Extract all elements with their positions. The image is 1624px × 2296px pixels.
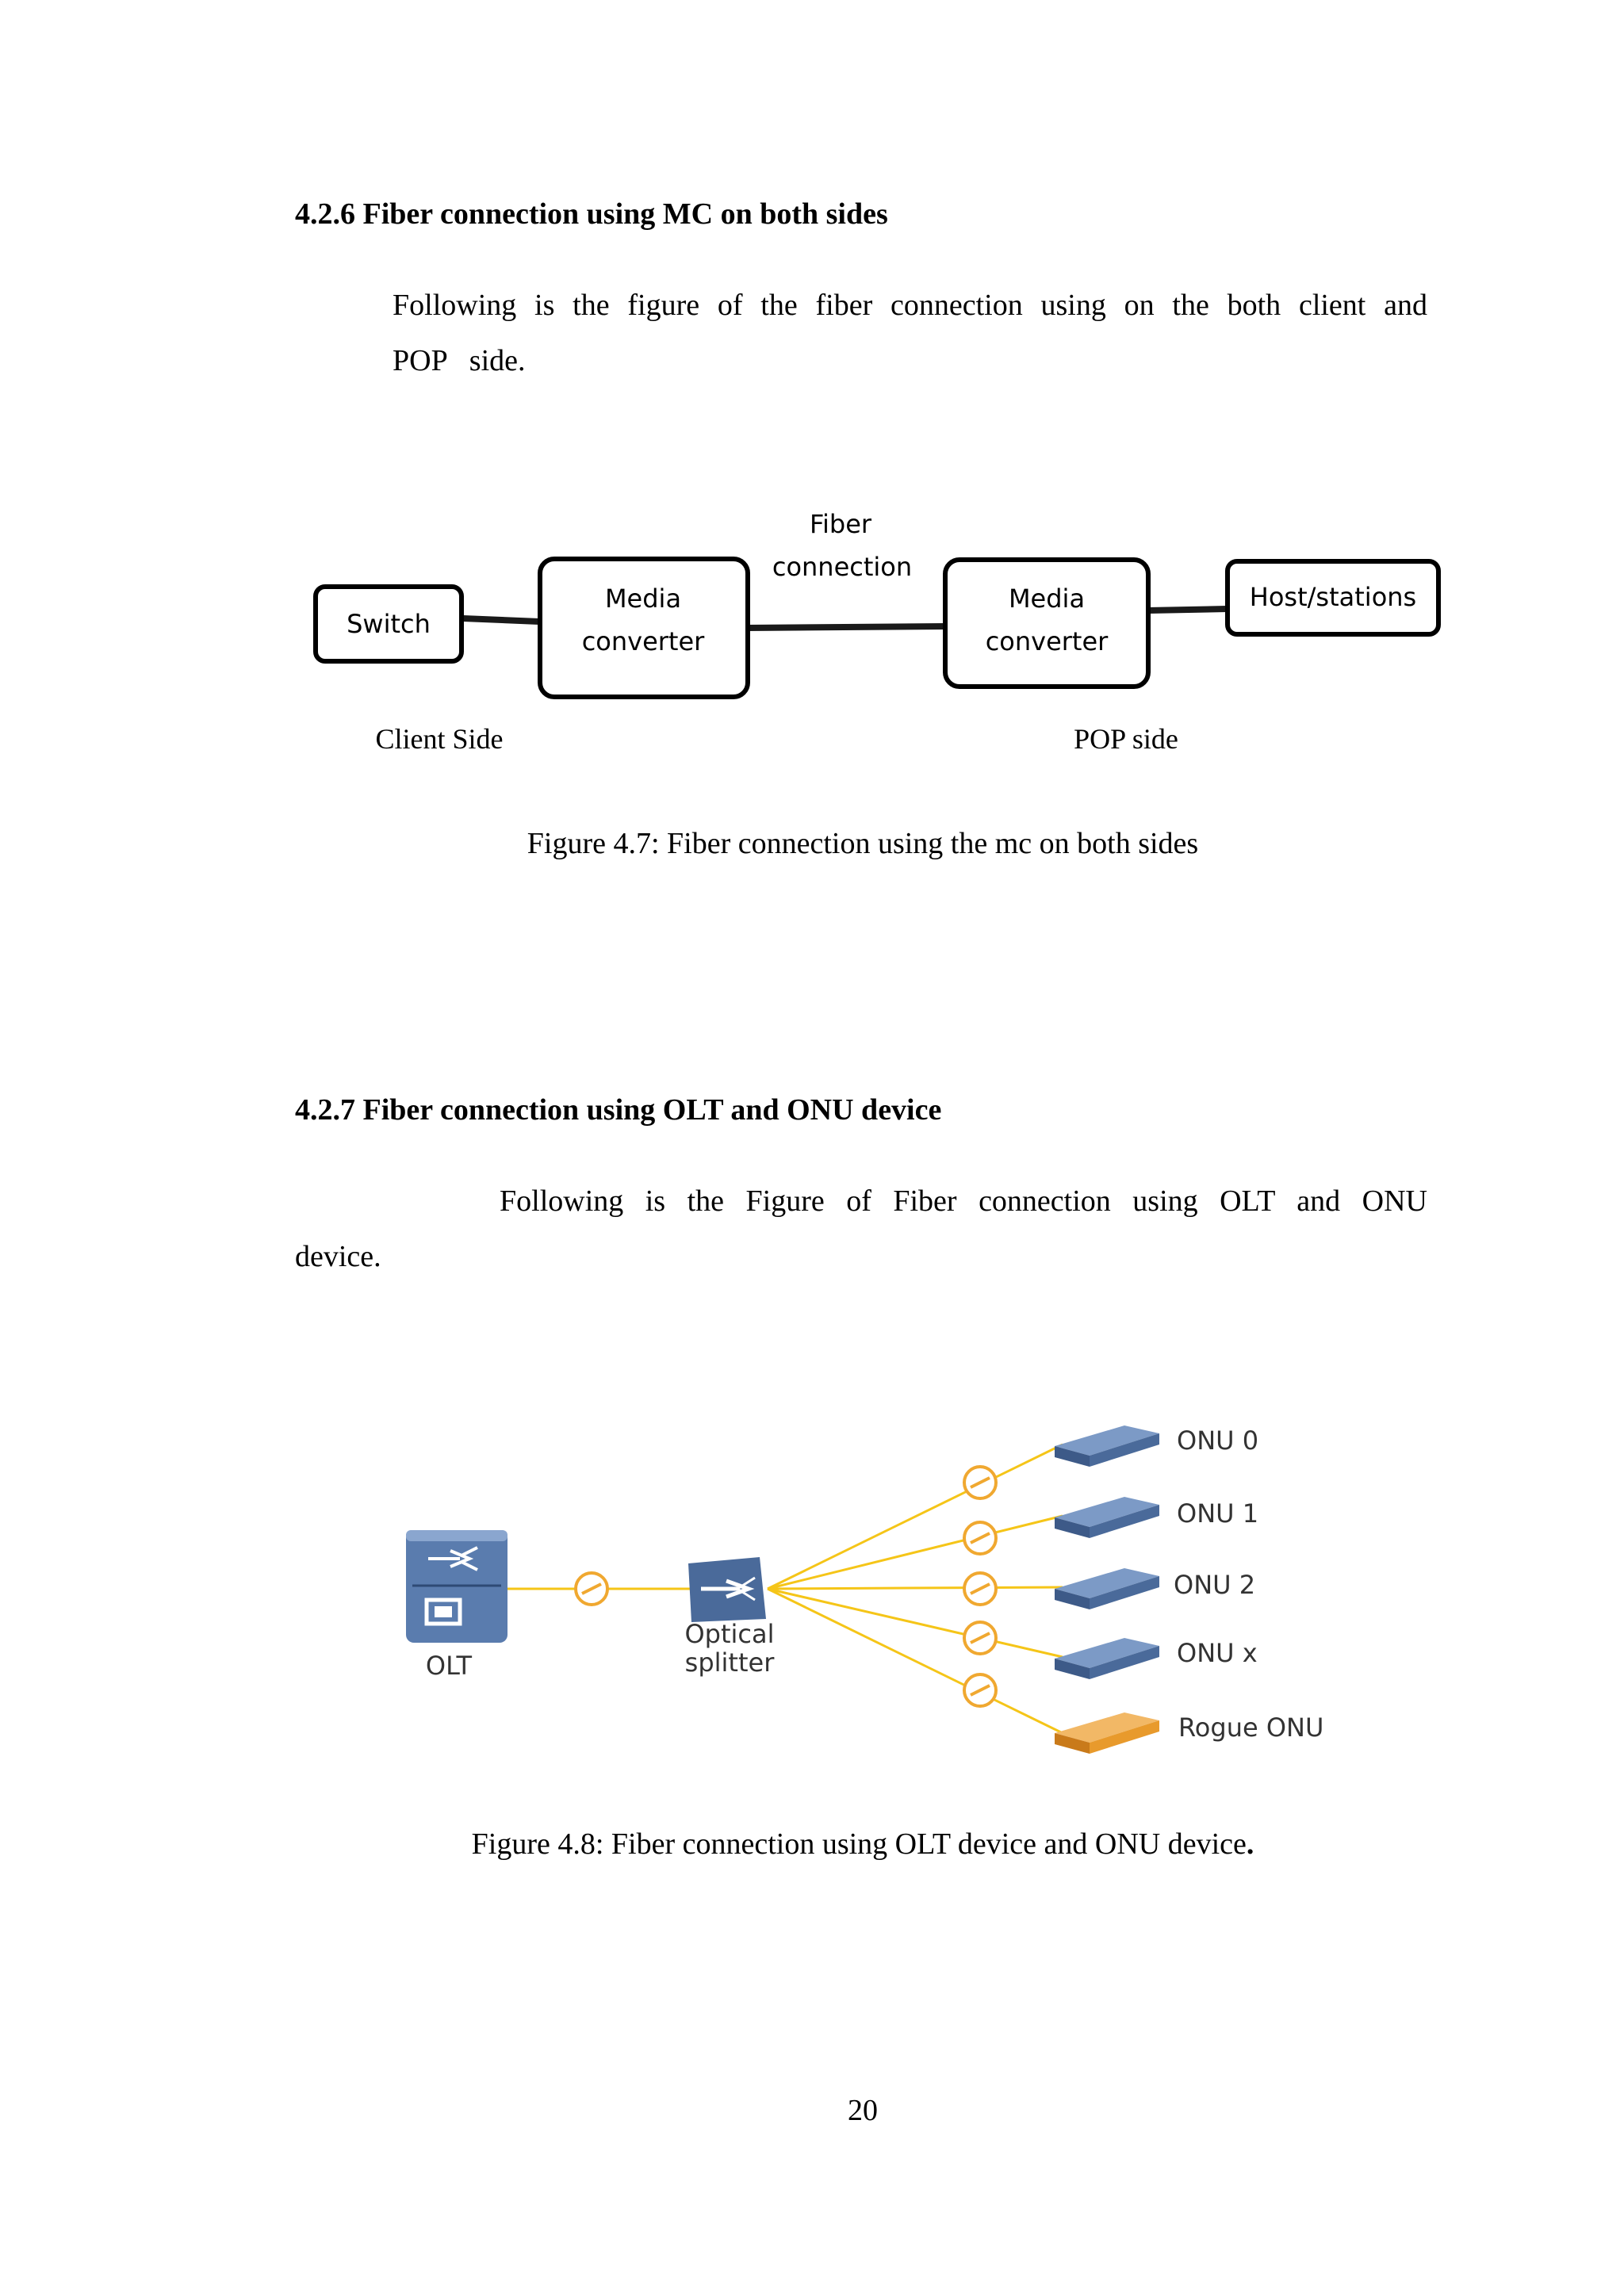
fiber-label-line1: Fiber — [810, 509, 872, 539]
fiber-marker-icon — [963, 1673, 998, 1708]
media-converter-right-line2: converter — [986, 626, 1109, 656]
olt-icon — [406, 1530, 508, 1643]
fiber-marker-icon — [963, 1521, 998, 1556]
optical-splitter-icon — [688, 1557, 766, 1622]
onu-0-icon — [1055, 1425, 1159, 1467]
figure-4-8-caption-text: Figure 4.8: Fiber connection using OLT d… — [471, 1827, 1247, 1861]
paragraph-line: POP side. — [393, 344, 526, 377]
fiber-line — [746, 623, 946, 631]
page-number: 20 — [848, 2094, 878, 2127]
section-427-paragraph: Following is the Figure of Fiber connect… — [295, 1173, 1427, 1284]
rogue-onu-icon — [1055, 1712, 1159, 1754]
onu-0-label: ONU 0 — [1177, 1425, 1258, 1456]
onu-2-icon — [1055, 1568, 1159, 1609]
media-converter-left-box: Media converter — [538, 557, 750, 699]
client-side-label: Client Side — [376, 723, 504, 755]
fiber-line-onu-0 — [767, 1443, 1063, 1590]
rogue-onu-label: Rogue ONU — [1178, 1712, 1323, 1743]
onu-x-label: ONU x — [1177, 1638, 1258, 1668]
mc-to-host-line — [1147, 606, 1228, 614]
fiber-marker-icon — [963, 1571, 998, 1606]
paragraph-line: Following is the Figure of Fiber connect… — [500, 1184, 1427, 1218]
onu-2-label: ONU 2 — [1174, 1570, 1255, 1600]
section-heading-427: 4.2.7 Fiber connection using OLT and ONU… — [295, 1093, 942, 1127]
optical-splitter-label-line2: splitter — [685, 1647, 776, 1678]
fiber-markers — [574, 1465, 998, 1708]
fiber-line-rogue-onu — [767, 1587, 1063, 1735]
figure-4-8-diagram: OLT Optical splitter — [406, 1425, 1323, 1754]
optical-splitter-label-line1: Optical — [684, 1619, 774, 1649]
switch-box: Switch — [313, 584, 464, 664]
section-426-paragraph: Following is the figure of the fiber con… — [393, 277, 1427, 388]
paragraph-line: device. — [295, 1240, 381, 1273]
media-converter-right-line1: Media — [1009, 584, 1085, 614]
onu-1-icon — [1055, 1497, 1159, 1538]
media-converter-right-box: Media converter — [943, 557, 1151, 689]
paragraph-line: Following is the figure of the fiber con… — [393, 289, 1427, 322]
fiber-marker-icon — [574, 1571, 609, 1606]
switch-to-mc-line — [462, 615, 540, 625]
fiber-marker-icon — [963, 1621, 998, 1655]
section-heading-426: 4.2.6 Fiber connection using MC on both … — [295, 197, 888, 231]
host-stations-box: Host/stations — [1225, 559, 1441, 637]
fiber-line-onu-x — [767, 1587, 1063, 1659]
figure-4-8-caption-period: . — [1246, 1827, 1254, 1861]
onu-x-icon — [1055, 1638, 1159, 1679]
figure-4-7-caption: Figure 4.7: Fiber connection using the m… — [527, 827, 1199, 860]
media-converter-left-line2: converter — [582, 626, 705, 656]
media-converter-left-line1: Media — [605, 584, 681, 614]
fiber-line-onu-2 — [767, 1586, 1063, 1590]
host-stations-label: Host/stations — [1250, 582, 1416, 612]
olt-label: OLT — [426, 1651, 473, 1681]
fiber-marker-icon — [963, 1465, 998, 1500]
fiber-label-line2: connection — [772, 552, 912, 582]
figure-4-8-caption: Figure 4.8: Fiber connection using OLT d… — [0, 1827, 1624, 1862]
onu-1-label: ONU 1 — [1177, 1498, 1258, 1529]
switch-label: Switch — [347, 609, 431, 639]
pop-side-label: POP side — [1074, 723, 1178, 755]
figure-4-7-diagram: Switch Media converter Fiber connection … — [313, 509, 1441, 755]
fiber-line-onu-1 — [767, 1514, 1063, 1590]
